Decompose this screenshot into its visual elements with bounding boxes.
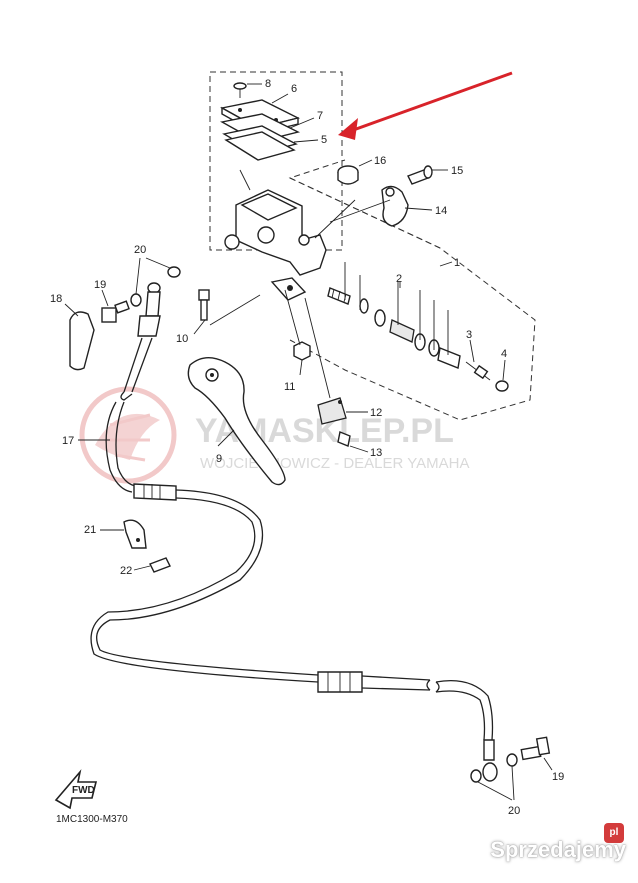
callout-15: 15 [451, 165, 463, 177]
part-14-holder [381, 185, 409, 227]
brand-watermark: Sprzedajemy [490, 837, 626, 862]
hose-fitting-banjo [482, 739, 498, 782]
brand-badge: pl [604, 823, 624, 843]
callout-13: 13 [370, 447, 382, 459]
callout-7: 7 [317, 110, 323, 122]
part-8-screw [233, 82, 247, 98]
part-9-lever [187, 357, 286, 486]
part-20-washers-upper [130, 266, 181, 307]
master-cylinder-body [224, 189, 327, 301]
part-19-union-bolt-upper [101, 300, 130, 323]
part-22-bolt [149, 557, 171, 573]
callout-2: 2 [396, 273, 402, 285]
reservoir-kit-box [209, 71, 343, 251]
part-11-nut [293, 341, 311, 361]
callout-18: 18 [50, 293, 62, 305]
fwd-label: FWD [72, 785, 95, 796]
hose-fitting-middle [133, 483, 177, 501]
part-15-bolt [407, 165, 433, 185]
long-hose [90, 489, 319, 683]
fwd-arrow-icon [54, 769, 98, 810]
watermark-logo [79, 386, 177, 484]
part-13-screw [337, 431, 351, 447]
part-16-cap-plug [337, 165, 359, 185]
callout-16: 16 [374, 155, 386, 167]
callout-19a: 19 [94, 279, 106, 291]
callout-20a: 20 [134, 244, 146, 256]
part-19-union-bolt-lower [520, 736, 551, 761]
callout-9: 9 [216, 453, 222, 465]
callout-11: 11 [284, 381, 295, 393]
callout-1: 1 [454, 257, 460, 269]
part-21-clamp [123, 519, 147, 549]
callout-22: 22 [120, 565, 132, 577]
callout-3: 3 [466, 329, 472, 341]
callout-5: 5 [321, 134, 327, 146]
part-3-push-rod [465, 361, 491, 381]
red-pointer-arrow [338, 71, 513, 140]
callout-6: 6 [291, 83, 297, 95]
callout-21: 21 [84, 524, 96, 536]
part-5-diaphragm [222, 125, 298, 161]
callout-10: 10 [176, 333, 188, 345]
part-10-pivot-bolt [198, 289, 210, 321]
part-12-switch [317, 397, 347, 425]
callout-17: 17 [62, 435, 74, 447]
hose-fitting-lower [317, 671, 363, 693]
callout-20b: 20 [508, 805, 520, 817]
watermark-subtitle: WOJCIECHOWICZ - DEALER YAMAHA [200, 455, 469, 472]
part-20-washers-lower [470, 753, 518, 783]
callout-19b: 19 [552, 771, 564, 783]
part-1-piston-kit [327, 287, 461, 369]
callout-8: 8 [265, 78, 271, 90]
callout-12: 12 [370, 407, 382, 419]
part-4-boot [495, 380, 509, 392]
callout-14: 14 [435, 205, 447, 217]
callout-4: 4 [501, 348, 507, 360]
part-18-cover [69, 311, 95, 371]
part-17-hose [123, 337, 153, 393]
diagram-code: 1MC1300-M370 [56, 814, 128, 825]
hose-fitting-upper [137, 282, 161, 337]
